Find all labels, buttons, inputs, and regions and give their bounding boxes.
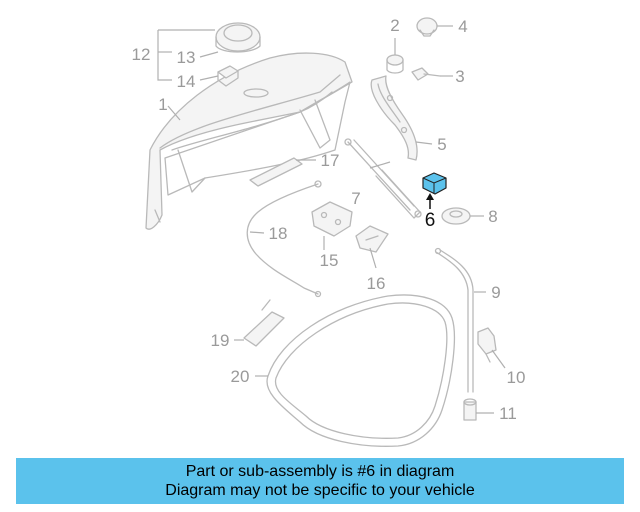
callout-1: 1 (158, 95, 167, 114)
callout-8: 8 (488, 207, 497, 226)
hinge-part-5 (370, 75, 418, 161)
grommet-part-8 (441, 207, 471, 225)
callout-20: 20 (231, 367, 250, 386)
callout-2: 2 (390, 16, 399, 35)
stopper-part-4 (416, 17, 438, 37)
callout-5: 5 (437, 135, 446, 154)
callout-7: 7 (351, 189, 360, 208)
screw-part-3 (411, 67, 441, 81)
leader-lines (157, 25, 506, 414)
callout-9: 9 (491, 283, 500, 302)
callout-15: 15 (320, 251, 339, 270)
bumper-part-2 (386, 54, 404, 74)
callout-19: 19 (211, 331, 230, 350)
bracket-part-10 (477, 327, 497, 363)
info-banner: Part or sub-assembly is #6 in diagram Di… (16, 458, 624, 504)
banner-line-2: Diagram may not be specific to your vehi… (165, 482, 475, 499)
callout-4: 4 (458, 17, 467, 36)
latch-part-15 (311, 201, 353, 237)
release-cable-part (246, 180, 322, 298)
callout-12: 12 (132, 45, 151, 64)
handle-part-19 (243, 299, 285, 347)
callout-17: 17 (321, 151, 340, 170)
emblem-plate-part (249, 157, 303, 187)
striker-part-16 (355, 225, 389, 253)
highlighted-part-6 (422, 172, 447, 195)
banner-line-1: Part or sub-assembly is #6 in diagram (185, 463, 455, 480)
gas-strut-part (344, 138, 422, 219)
callout-11: 11 (499, 404, 517, 423)
weatherstrip-seal-part (266, 294, 456, 447)
callout-16: 16 (367, 274, 386, 293)
rod-part-9 (434, 247, 474, 393)
callout-3: 3 (455, 67, 464, 86)
callout-13: 13 (177, 48, 196, 67)
parts-diagram: 1 2 3 4 5 6 7 8 9 10 11 12 13 14 15 16 1… (132, 16, 526, 447)
callout-10: 10 (507, 368, 526, 387)
callout-14: 14 (177, 72, 196, 91)
plug-part-11 (463, 398, 477, 421)
arrowhead-part-6 (426, 193, 434, 200)
clip-part-14 (217, 65, 239, 87)
lock-cylinder-part (215, 22, 261, 53)
callout-18: 18 (269, 224, 288, 243)
callout-6: 6 (425, 210, 436, 231)
